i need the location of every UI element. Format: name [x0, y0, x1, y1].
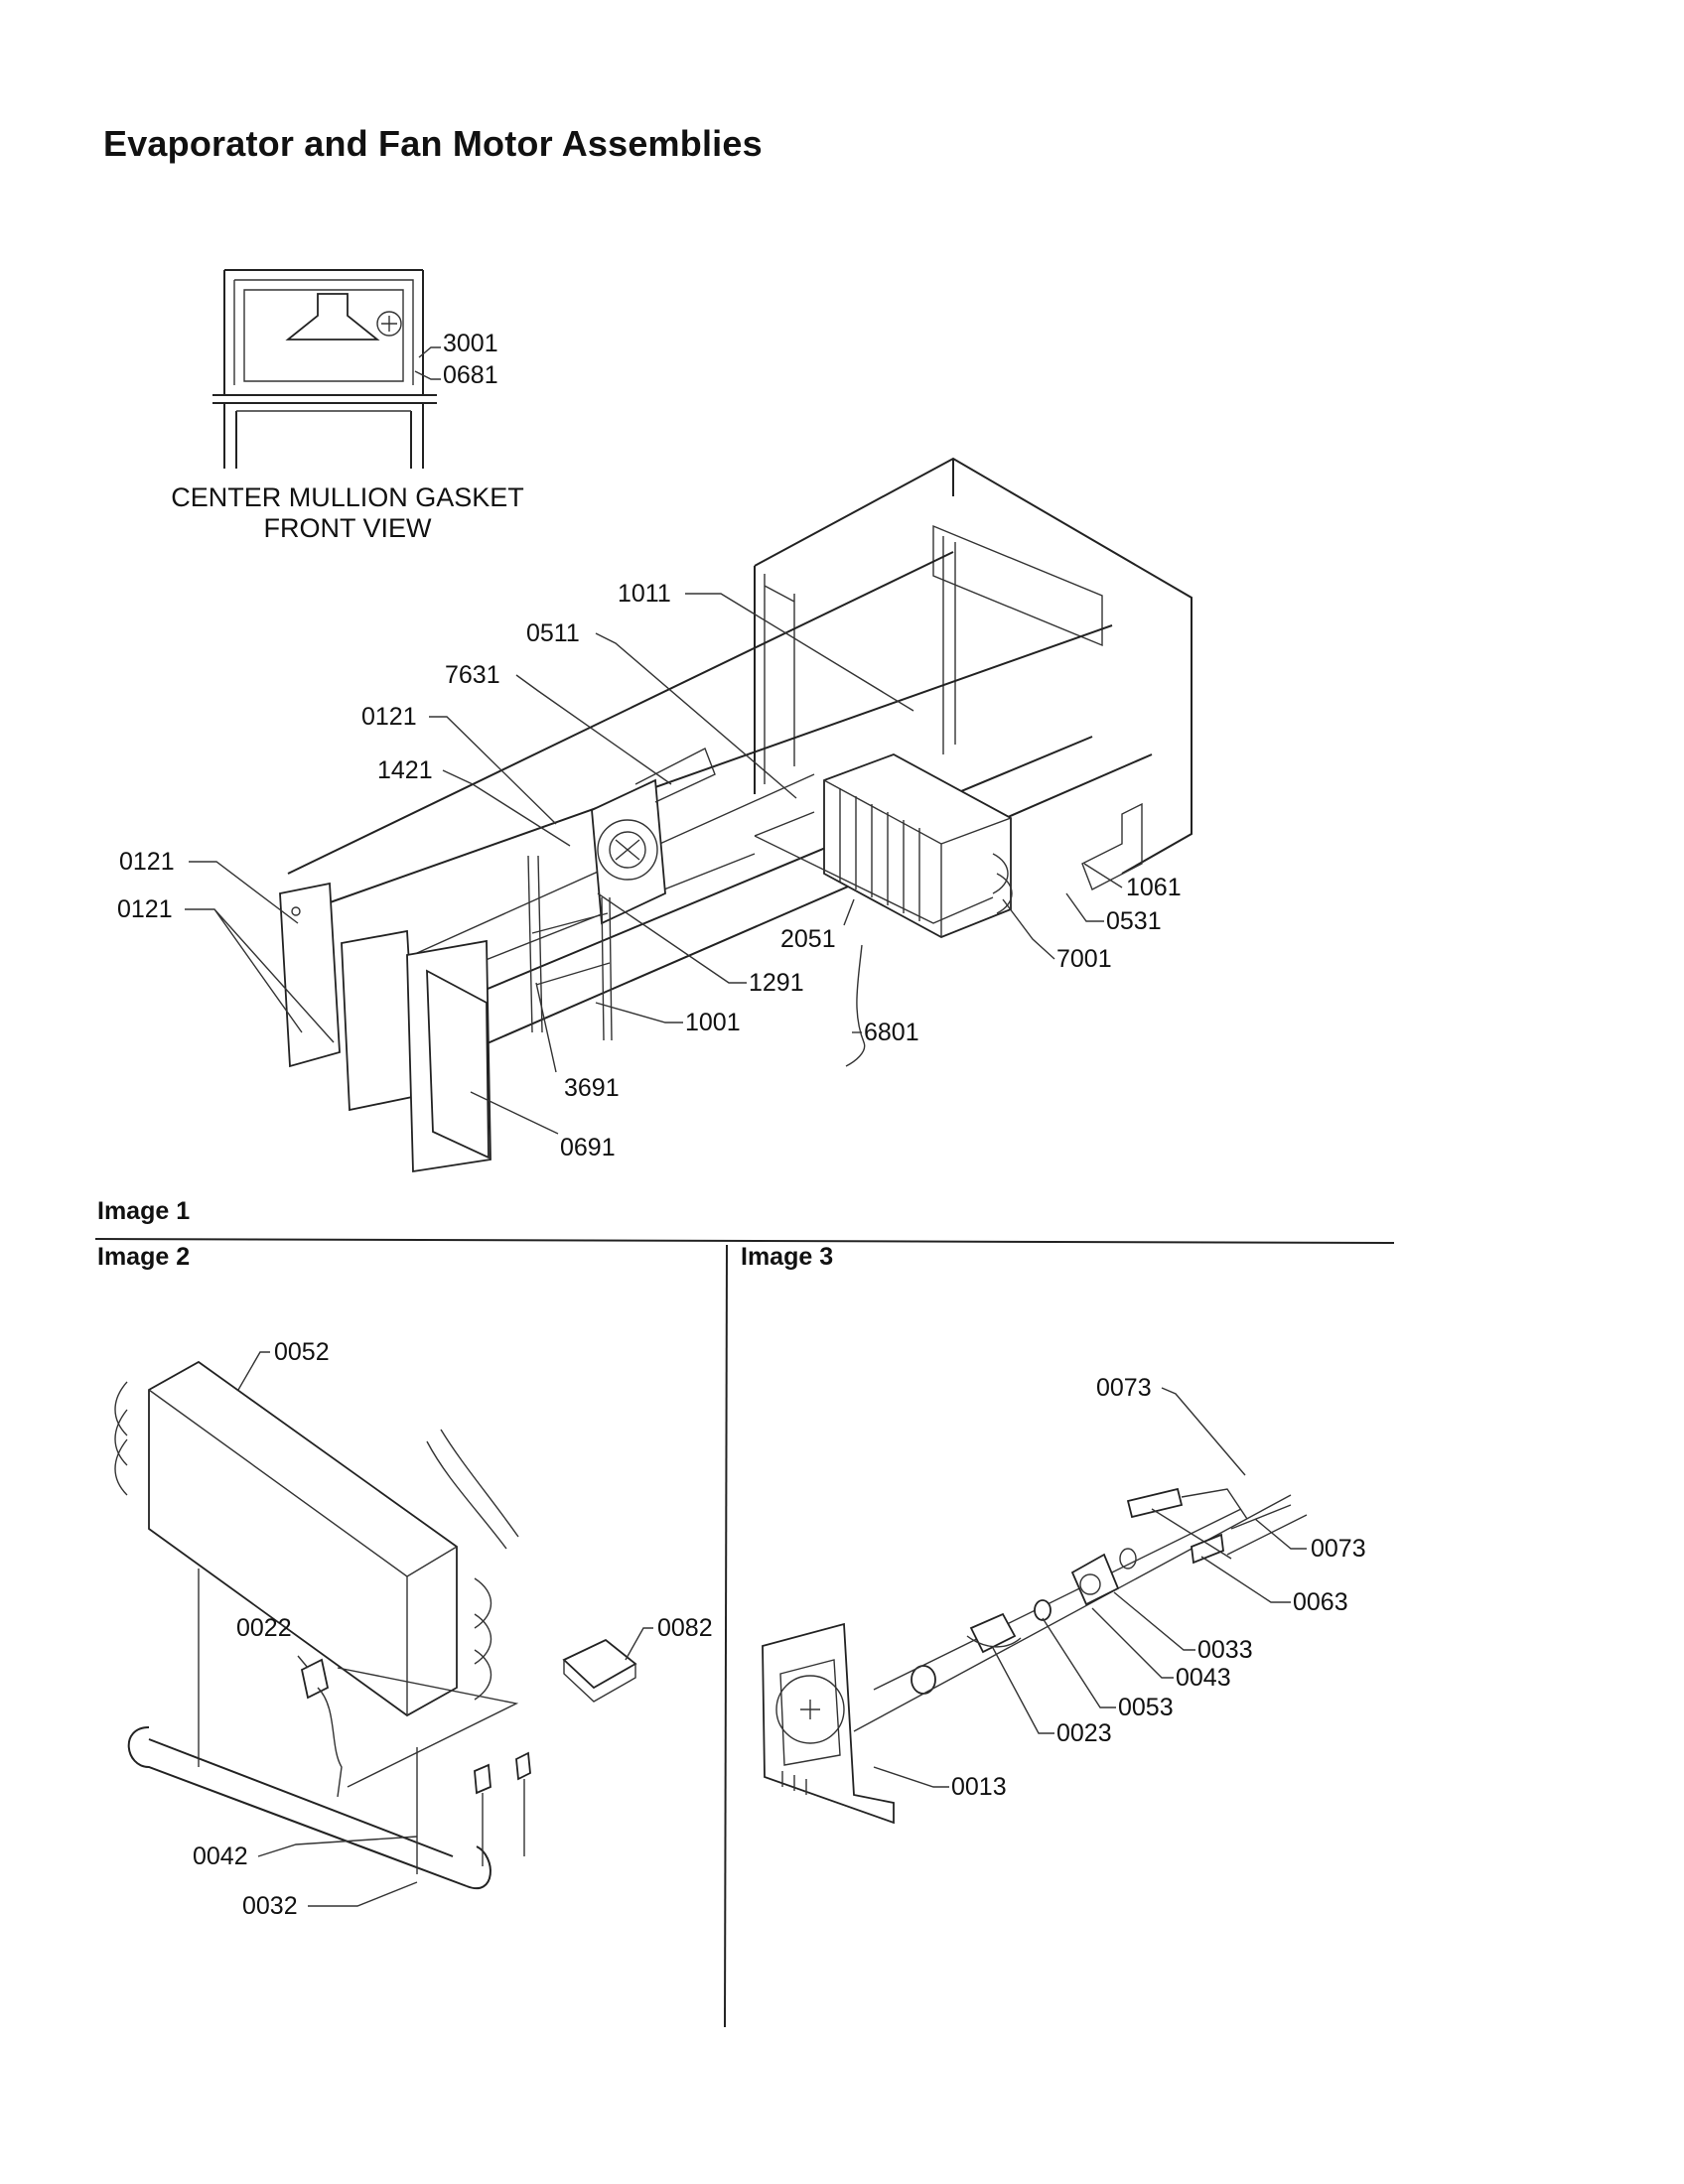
callout-label: 3001 [443, 330, 498, 357]
gasket-front-view-drawing [212, 269, 437, 469]
gasket-caption-line2: FRONT VIEW [263, 513, 432, 543]
callout-label: 0073 [1311, 1535, 1366, 1563]
callout-label: 0023 [1056, 1719, 1112, 1747]
callout-label: 0121 [117, 895, 173, 923]
callout-label: 0052 [274, 1338, 330, 1366]
callout-label: 0022 [236, 1614, 292, 1642]
callout-label: 0121 [119, 848, 175, 876]
callout-label: 0033 [1197, 1636, 1253, 1664]
callout-label: 0053 [1118, 1694, 1174, 1721]
callout-label: 0073 [1096, 1374, 1152, 1402]
section-label-image2: Image 2 [97, 1243, 191, 1271]
callout-label: 0531 [1106, 907, 1162, 935]
callout-label: 0042 [193, 1843, 248, 1870]
callout-label: 0511 [526, 619, 580, 647]
callout-label: 0043 [1176, 1664, 1231, 1692]
callout-label: 0691 [560, 1134, 616, 1161]
gasket-caption-line1: CENTER MULLION GASKET [171, 482, 524, 512]
callout-label: 1291 [749, 969, 804, 997]
evaporator-housing-drawing [279, 457, 1193, 1173]
callout-label: 0063 [1293, 1588, 1348, 1616]
callout-label: 7001 [1056, 945, 1112, 973]
callout-label: 6801 [864, 1019, 919, 1046]
callout-leaders [185, 346, 1307, 1907]
callout-label: 1061 [1126, 874, 1182, 901]
section-label-image1: Image 1 [97, 1197, 191, 1225]
section-divider-horizontal [94, 1238, 1395, 1244]
page-title: Evaporator and Fan Motor Assemblies [103, 123, 763, 164]
callout-label: 1001 [685, 1009, 741, 1036]
evaporator-coil-drawing [114, 1360, 637, 1890]
callout-label: 0013 [951, 1773, 1007, 1801]
gasket-caption: CENTER MULLION GASKET FRONT VIEW [159, 482, 536, 544]
callout-label: 1421 [377, 756, 433, 784]
callout-label: 0681 [443, 361, 498, 389]
callout-label: 1011 [618, 580, 671, 608]
callout-label: 7631 [445, 661, 500, 689]
fan-motor-drawing [762, 1487, 1308, 1825]
callout-label: 3691 [564, 1074, 620, 1102]
callout-label: 0082 [657, 1614, 713, 1642]
callout-label: 0121 [361, 703, 417, 731]
section-label-image3: Image 3 [741, 1243, 834, 1271]
callout-label: 2051 [780, 925, 836, 953]
section-divider-vertical [724, 1244, 728, 2028]
callout-label: 0032 [242, 1892, 298, 1920]
